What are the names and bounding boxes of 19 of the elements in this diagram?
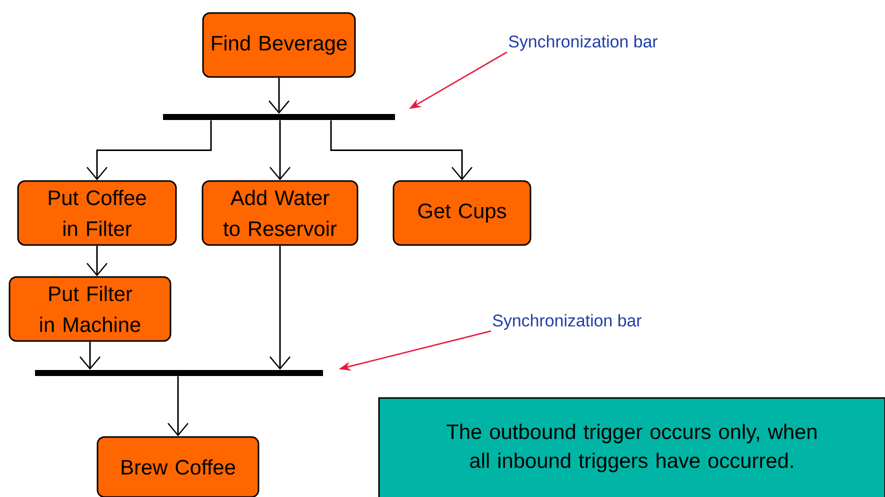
annotation-text: Synchronization bar bbox=[508, 35, 658, 51]
arrow bbox=[86, 120, 212, 180]
synchronization-bar bbox=[163, 114, 395, 120]
activity-box: Brew Coffee bbox=[96, 436, 260, 497]
synchronization-bar bbox=[35, 370, 323, 376]
note-box: The outbound trigger occurs only, when all inbound triggers have occurred. bbox=[378, 397, 885, 497]
arrow bbox=[80, 342, 100, 370]
activity-box: Put Coffee in Filter bbox=[17, 180, 177, 246]
activity-box: Get Cups bbox=[392, 180, 532, 246]
arrow bbox=[86, 246, 108, 276]
activity-box: Add Water to Reservoir bbox=[202, 180, 358, 246]
annotation-text: Synchronization bar bbox=[492, 314, 642, 330]
activity-box: Put Filter in Machine bbox=[8, 276, 172, 342]
activity-box: Find Beverage bbox=[202, 12, 356, 78]
arrow bbox=[270, 246, 290, 370]
arrow bbox=[268, 78, 290, 114]
arrow bbox=[168, 376, 188, 436]
arrow bbox=[270, 120, 290, 180]
arrow bbox=[330, 120, 472, 180]
